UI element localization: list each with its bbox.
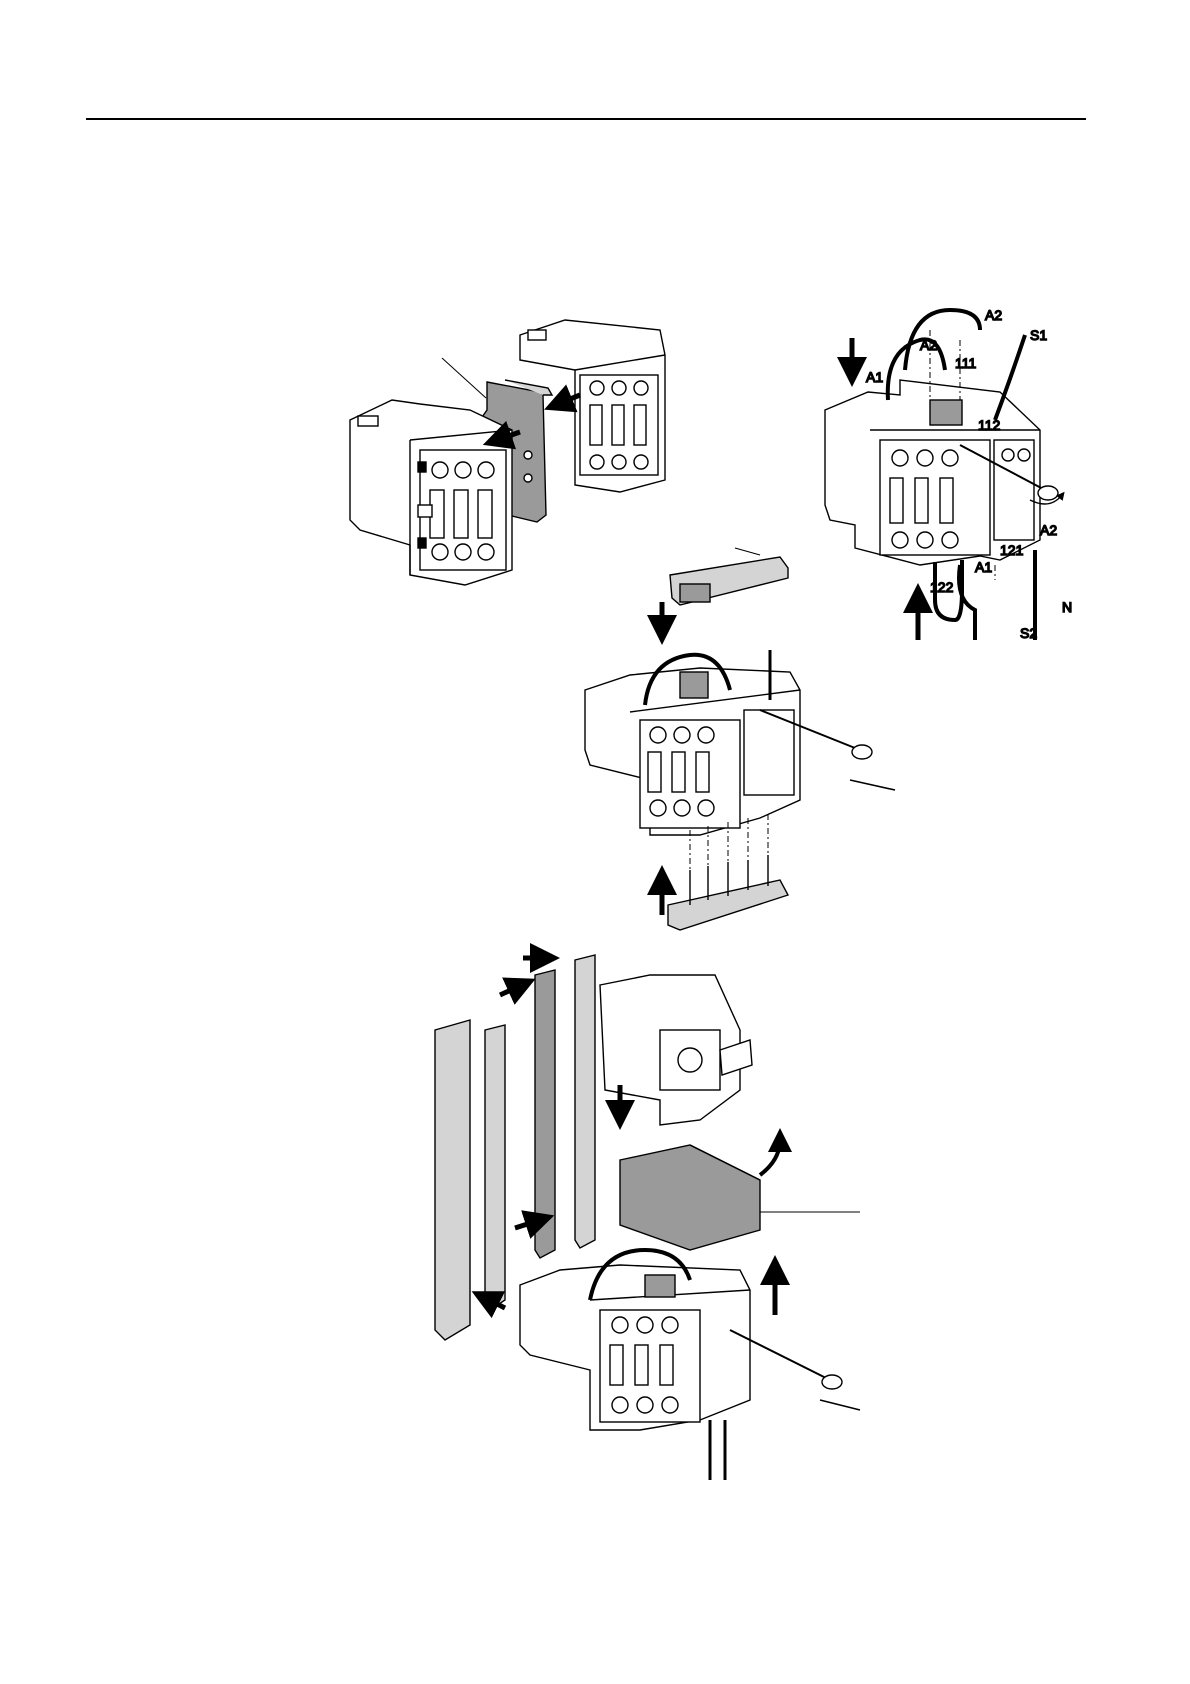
label-a2-right: A2	[1040, 522, 1057, 538]
label-a1-left: A1	[866, 369, 883, 385]
figure-2-wiring: A2 A2 A1 111 S1 112 A1 121 A2 122 S2 N	[825, 307, 1072, 641]
figure-3-busbars	[585, 548, 895, 930]
label-121: 121	[1000, 542, 1024, 558]
label-a1-bottom: A1	[975, 559, 992, 575]
figure-1-interlock	[350, 320, 665, 585]
label-s1: S1	[1030, 327, 1047, 343]
label-112: 112	[978, 417, 1001, 433]
label-n: N	[1062, 599, 1072, 615]
contactor-left	[350, 400, 512, 585]
label-122: 122	[930, 579, 954, 595]
label-s2: S2	[1020, 625, 1037, 641]
label-a2-top: A2	[985, 307, 1002, 323]
label-a2-mid: A2	[920, 337, 937, 353]
label-111: 111	[955, 355, 976, 371]
figure-4-motor-starter	[435, 955, 860, 1480]
